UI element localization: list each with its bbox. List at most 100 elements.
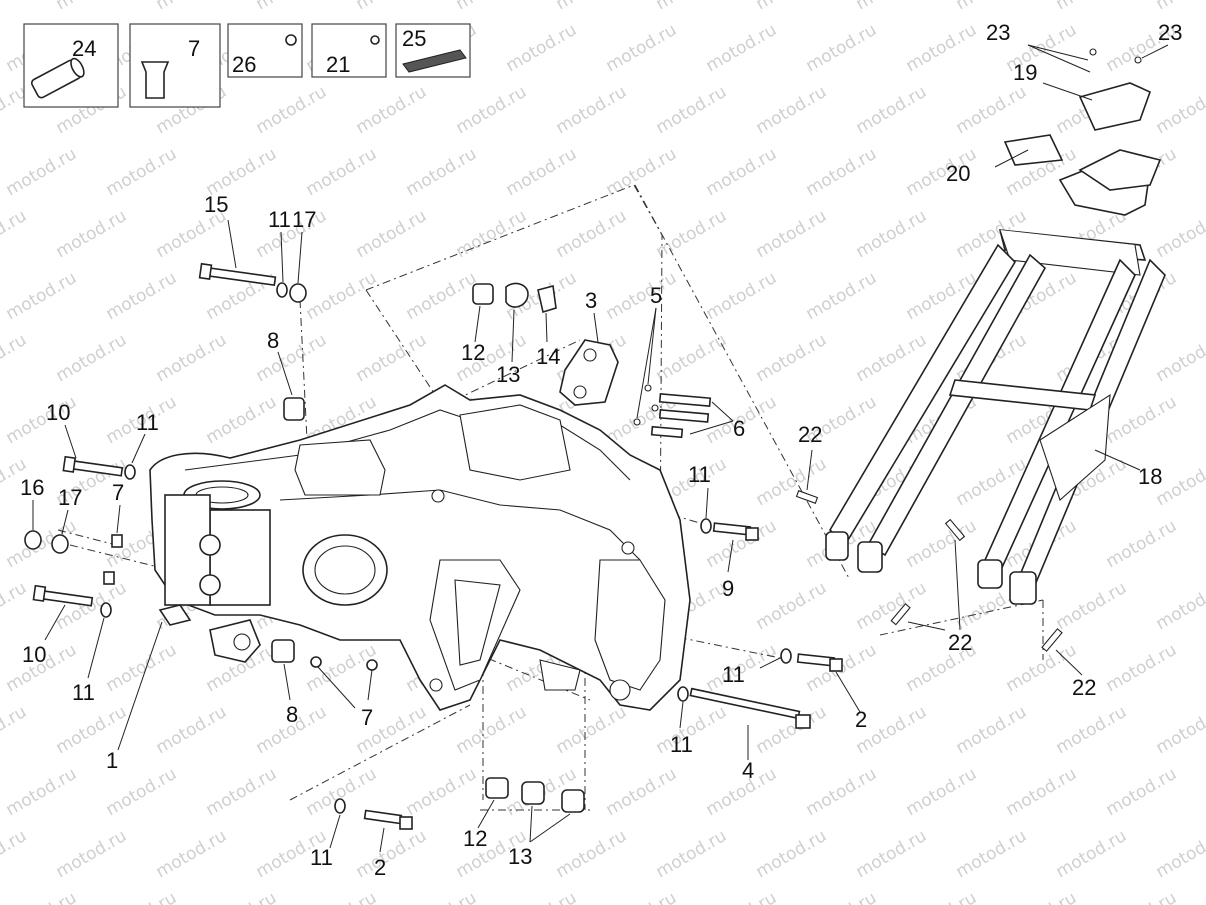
watermark-text: motod.ru (1053, 702, 1131, 758)
watermark-text: motod.ru (103, 268, 181, 324)
watermark-text: motod.ru (1103, 640, 1181, 696)
watermark-text: motod.ru (853, 826, 931, 882)
inset-label-21: 21 (326, 52, 350, 77)
callout-2: 2 (855, 707, 867, 732)
watermark-text: motod.ru (1153, 330, 1206, 386)
watermark-text: motod.ru (653, 0, 731, 14)
callout-13: 13 (508, 844, 532, 869)
watermark-text: motod.ru (853, 330, 931, 386)
watermark-text: motod.ru (3, 268, 81, 324)
watermark-text: motod.ru (1103, 516, 1181, 572)
callout-4: 4 (742, 758, 754, 783)
watermark-text: motod.ru (103, 640, 181, 696)
watermark-text: motod.ru (353, 206, 431, 262)
watermark-text: motod.ru (303, 144, 381, 200)
watermark-text: motod.ru (653, 206, 731, 262)
callout-17: 17 (292, 207, 316, 232)
watermark-text: motod.ru (453, 702, 531, 758)
leader-lines (32, 44, 1169, 853)
bracket-3 (559, 339, 619, 406)
watermark-text: motod.ru (403, 764, 481, 820)
watermark-text: motod.ru (1153, 578, 1206, 634)
watermark-text: motod.ru (0, 702, 30, 758)
watermark-text: motod.ru (353, 330, 431, 386)
watermark-text: motod.ru (53, 826, 131, 882)
watermark-text: motod.ru (553, 702, 631, 758)
watermark-text: motod.ru (103, 144, 181, 200)
watermark-text: motod.ru (553, 0, 631, 14)
watermark-text: motod.ru (1103, 888, 1181, 905)
watermark-text: motod.ru (703, 268, 781, 324)
watermark-text: motod.ru (903, 888, 981, 905)
callout-11: 11 (136, 410, 159, 435)
watermark-text: motod.ru (3, 144, 81, 200)
callout-22: 22 (1072, 675, 1096, 700)
callout-11: 11 (722, 662, 745, 687)
inset-box-26 (227, 23, 303, 78)
watermark-text: motod.ru (1203, 268, 1206, 324)
callout-11: 11 (688, 462, 711, 487)
watermark-text: motod.ru (703, 144, 781, 200)
watermark-text: motod.ru (803, 764, 881, 820)
watermark-text: motod.ru (453, 0, 531, 14)
watermark-text: motod.ru (0, 330, 30, 386)
watermark-text: motod.ru (653, 826, 731, 882)
watermark-text: motod.ru (1153, 206, 1206, 262)
watermark-text: motod.ru (953, 826, 1031, 882)
watermark-text: motod.ru (803, 888, 881, 905)
callout-17: 17 (58, 485, 82, 510)
watermark-text: motod.ru (1203, 20, 1206, 76)
watermark-text: motod.ru (1203, 516, 1206, 572)
watermark-text: motod.ru (353, 826, 431, 882)
callout-11: 11 (268, 207, 291, 232)
watermark-text: motod.ru (1203, 144, 1206, 200)
inset-label-7: 7 (188, 36, 200, 61)
watermark-text: motod.ru (3, 764, 81, 820)
watermark-text: motod.ru (453, 206, 531, 262)
watermark-text: motod.ru (53, 0, 131, 14)
watermark-text: motod.ru (253, 0, 331, 14)
callout-22: 22 (948, 630, 972, 655)
watermark-text: motod.ru (203, 764, 281, 820)
watermark-text: motod.ru (703, 20, 781, 76)
callout-6: 6 (733, 416, 745, 441)
watermark-text: motod.ru (753, 578, 831, 634)
watermark-text: motod.ru (803, 144, 881, 200)
watermark-text: motod.ru (703, 888, 781, 905)
watermark-text: motod.ru (153, 702, 231, 758)
watermark-text: motod.ru (1003, 640, 1081, 696)
watermark-text: motod.ru (753, 0, 831, 14)
watermark-text: motod.ru (553, 826, 631, 882)
watermark-text: motod.ru (3, 888, 81, 905)
callout-20: 20 (946, 161, 970, 186)
watermark-text: motod.ru (1153, 0, 1206, 14)
watermark-text: motod.ru (1153, 82, 1206, 138)
callout-18: 18 (1138, 464, 1162, 489)
watermark-text: motod.ru (853, 82, 931, 138)
callout-19: 19 (1013, 60, 1037, 85)
callout-14: 14 (536, 344, 560, 369)
watermark-text: motod.ru (1203, 640, 1206, 696)
watermark-text: motod.ru (53, 330, 131, 386)
watermark-text: motod.ru (753, 454, 831, 510)
callout-1: 1 (106, 748, 118, 773)
inset-label-24: 24 (72, 36, 96, 61)
callout-12: 12 (461, 340, 485, 365)
callout-16: 16 (20, 475, 44, 500)
callout-7: 7 (112, 480, 124, 505)
callout-5: 5 (650, 283, 662, 308)
watermark-text: motod.ru (0, 206, 30, 262)
watermark-text: motod.ru (203, 392, 281, 448)
watermark-text: motod.ru (1003, 764, 1081, 820)
watermark-text: motod.ru (103, 888, 181, 905)
watermark-text: motod.ru (153, 0, 231, 14)
watermark-text: motod.ru (1103, 392, 1181, 448)
watermark-text: motod.ru (1203, 888, 1206, 905)
watermark-text: motod.ru (403, 888, 481, 905)
watermark-text: motod.ru (553, 82, 631, 138)
watermark-text: motod.ru (1053, 0, 1131, 14)
watermark-text: motod.ru (1153, 702, 1206, 758)
watermark-text: motod.ru (953, 0, 1031, 14)
inset-box-24 (23, 23, 119, 108)
